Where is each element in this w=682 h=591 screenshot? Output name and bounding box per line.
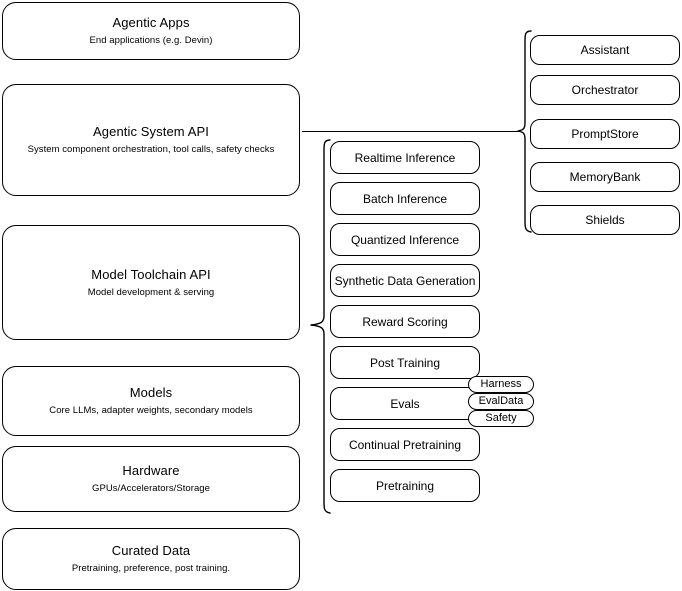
toolchain-label: Pretraining [375,478,435,493]
brace-model-toolchain [310,139,331,514]
toolchain-label: Continual Pretraining [348,437,462,452]
eval-pill-label: EvalData [478,395,524,407]
layer-box-curated-data[interactable]: Curated Data Pretraining, preference, po… [2,528,300,590]
layer-box-model-toolchain-api[interactable]: Model Toolchain API Model development & … [2,225,300,340]
agentic-label: Orchestrator [571,83,639,97]
connector-line-agentic-system-api [302,131,519,132]
toolchain-label: Evals [390,396,420,411]
layer-title: Curated Data [111,543,191,558]
agentic-label: Shields [585,213,625,227]
brace-agentic-system [517,30,532,233]
toolchain-box-pretraining[interactable]: Pretraining [330,469,480,502]
layer-subtitle: Model development & serving [87,286,215,298]
toolchain-label: Quantized Inference [350,232,460,247]
eval-pill-safety[interactable]: Safety [468,410,534,427]
toolchain-label: Realtime Inference [354,150,456,165]
toolchain-box-synthetic-data-generation[interactable]: Synthetic Data Generation [330,264,480,297]
agentic-box-orchestrator[interactable]: Orchestrator [530,75,680,105]
toolchain-label: Reward Scoring [362,314,448,329]
layer-subtitle: Pretraining, preference, post training. [71,563,231,574]
agentic-label: Assistant [580,43,630,57]
agentic-box-memorybank[interactable]: MemoryBank [530,162,680,192]
layer-box-agentic-system-api[interactable]: Agentic System API System component orch… [2,84,300,196]
eval-pill-evaldata[interactable]: EvalData [468,393,534,410]
toolchain-box-batch-inference[interactable]: Batch Inference [330,182,480,215]
toolchain-label: Post Training [369,355,441,370]
agentic-box-promptstore[interactable]: PromptStore [530,119,680,149]
layer-subtitle: Core LLMs, adapter weights, secondary mo… [49,405,253,416]
layer-box-agentic-apps[interactable]: Agentic Apps End applications (e.g. Devi… [2,2,300,60]
toolchain-label: Batch Inference [362,191,448,206]
layer-box-hardware[interactable]: Hardware GPUs/Accelerators/Storage [2,446,300,512]
agentic-label: PromptStore [571,127,639,141]
layer-title: Agentic Apps [112,15,190,30]
eval-pill-harness[interactable]: Harness [468,376,534,393]
layer-subtitle: GPUs/Accelerators/Storage [92,483,210,494]
eval-pill-label: Safety [485,412,517,424]
layer-box-models[interactable]: Models Core LLMs, adapter weights, secon… [2,366,300,436]
eval-pill-label: Harness [480,378,522,390]
layer-subtitle: System component orchestration, tool cal… [27,144,275,155]
agentic-label: MemoryBank [569,170,641,184]
layer-title: Model Toolchain API [91,266,211,282]
layer-title: Hardware [122,463,180,478]
agentic-box-shields[interactable]: Shields [530,205,680,235]
toolchain-box-continual-pretraining[interactable]: Continual Pretraining [330,428,480,461]
toolchain-box-evals[interactable]: Evals [330,387,480,420]
layer-title: Models [129,385,173,400]
toolchain-label: Synthetic Data Generation [334,273,476,288]
toolchain-box-realtime-inference[interactable]: Realtime Inference [330,141,480,174]
layer-title: Agentic System API [93,124,209,139]
agentic-box-assistant[interactable]: Assistant [530,35,680,65]
toolchain-box-post-training[interactable]: Post Training [330,346,480,379]
layer-subtitle: End applications (e.g. Devin) [89,35,213,46]
toolchain-box-reward-scoring[interactable]: Reward Scoring [330,305,480,338]
toolchain-box-quantized-inference[interactable]: Quantized Inference [330,223,480,256]
